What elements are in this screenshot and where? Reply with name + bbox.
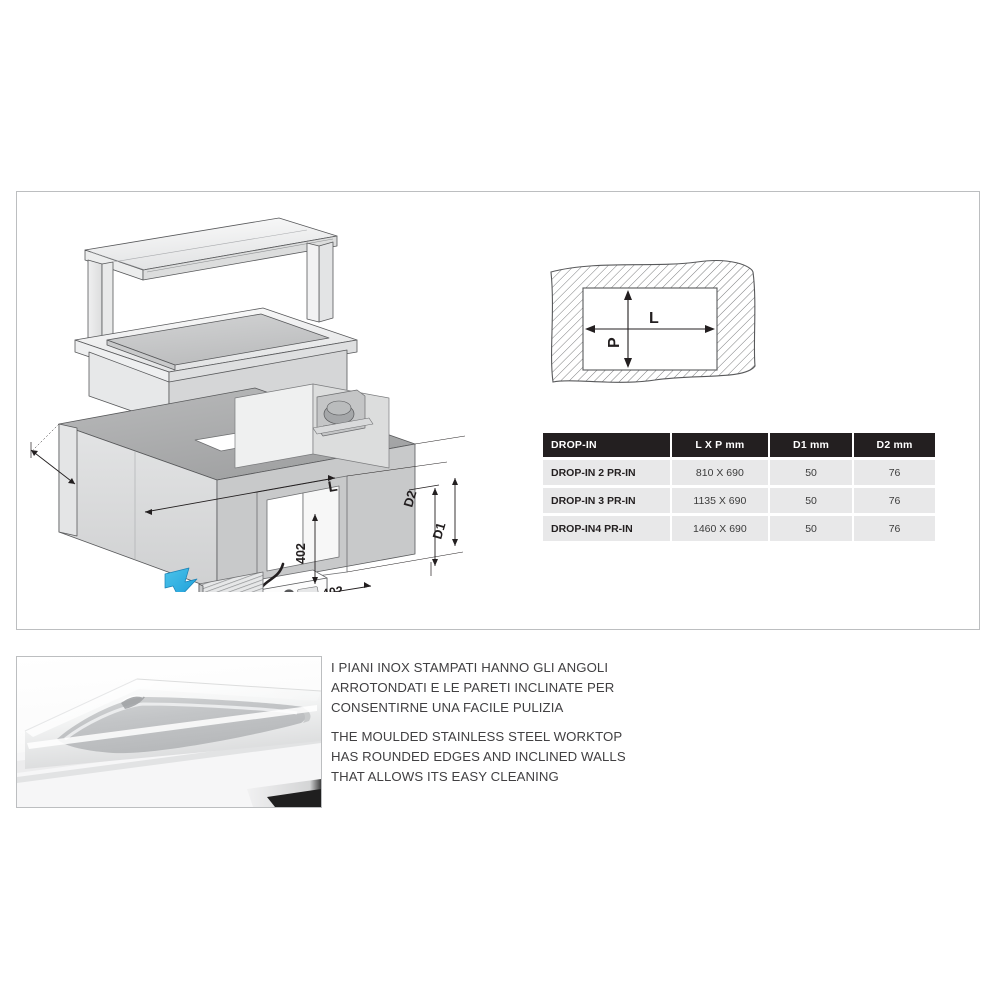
- cutout-depth-arrow: [624, 290, 632, 368]
- cell-lxp: 810 X 690: [671, 460, 769, 485]
- dimension-label-d1: D1: [429, 521, 448, 541]
- cell-d1: 50: [770, 488, 853, 513]
- worktop-outer-edge: [550, 260, 756, 383]
- technical-drawing-panel: P L D1 D2 402 402: [16, 191, 980, 755]
- dimension-label-d2: D2: [400, 489, 419, 509]
- cell-model: DROP-IN 3 PR-IN: [543, 488, 670, 513]
- header-lxp-text: L X P: [695, 439, 723, 451]
- cutout-dimension-diagram: L P: [545, 252, 760, 392]
- cutout-label-l: L: [649, 310, 659, 327]
- cell-lxp: 1135 X 690: [671, 488, 769, 513]
- caption-block: I PIANI INOX STAMPATI HANNO GLI ANGOLI A…: [331, 658, 651, 787]
- table-row: DROP-IN 2 PR-IN 810 X 690 50 76: [543, 460, 935, 485]
- table-header-row: DROP-IN L X P mm D1 mm D2 mm: [543, 433, 935, 457]
- cell-model: DROP-IN 2 PR-IN: [543, 460, 670, 485]
- worktop-photo: [16, 656, 322, 808]
- header-lxp-unit: mm: [725, 439, 745, 451]
- header-model: DROP-IN: [543, 433, 670, 457]
- cell-d2: 76: [854, 460, 935, 485]
- cell-d2: 76: [854, 516, 935, 541]
- header-d2-text: D2: [876, 439, 891, 451]
- exploded-assembly-drawing: P L D1 D2 402 402: [17, 192, 487, 755]
- blue-direction-arrow: [164, 567, 198, 599]
- cell-model: DROP-IN4 PR-IN: [543, 516, 670, 541]
- cutout-length-arrow: [585, 325, 715, 333]
- cell-d1: 50: [770, 460, 853, 485]
- caption-english: THE MOULDED STAINLESS STEEL WORKTOP HAS …: [331, 729, 626, 784]
- specification-table: DROP-IN L X P mm D1 mm D2 mm DROP-IN 2 P…: [541, 430, 937, 544]
- dimension-label-height-vertical: 402: [294, 543, 308, 564]
- cell-lxp: 1460 X 690: [671, 516, 769, 541]
- canopy-shelf: [84, 217, 338, 343]
- table-row: DROP-IN4 PR-IN 1460 X 690 50 76: [543, 516, 935, 541]
- header-d2: D2 mm: [854, 433, 935, 457]
- header-lxp: L X P mm: [671, 433, 769, 457]
- header-d1-text: D1: [793, 439, 807, 451]
- cell-d1: 50: [770, 516, 853, 541]
- cell-d2: 76: [854, 488, 935, 513]
- dimension-label-l: L: [327, 478, 339, 496]
- compressor-unit: [312, 389, 374, 437]
- cutout-label-p: P: [606, 337, 623, 348]
- header-d2-unit: mm: [893, 439, 913, 451]
- caption-italian: I PIANI INOX STAMPATI HANNO GLI ANGOLI A…: [331, 660, 615, 715]
- table-row: DROP-IN 3 PR-IN 1135 X 690 50 76: [543, 488, 935, 513]
- header-d1: D1 mm: [770, 433, 853, 457]
- dimension-lines: [30, 423, 466, 600]
- header-d1-unit: mm: [810, 439, 830, 451]
